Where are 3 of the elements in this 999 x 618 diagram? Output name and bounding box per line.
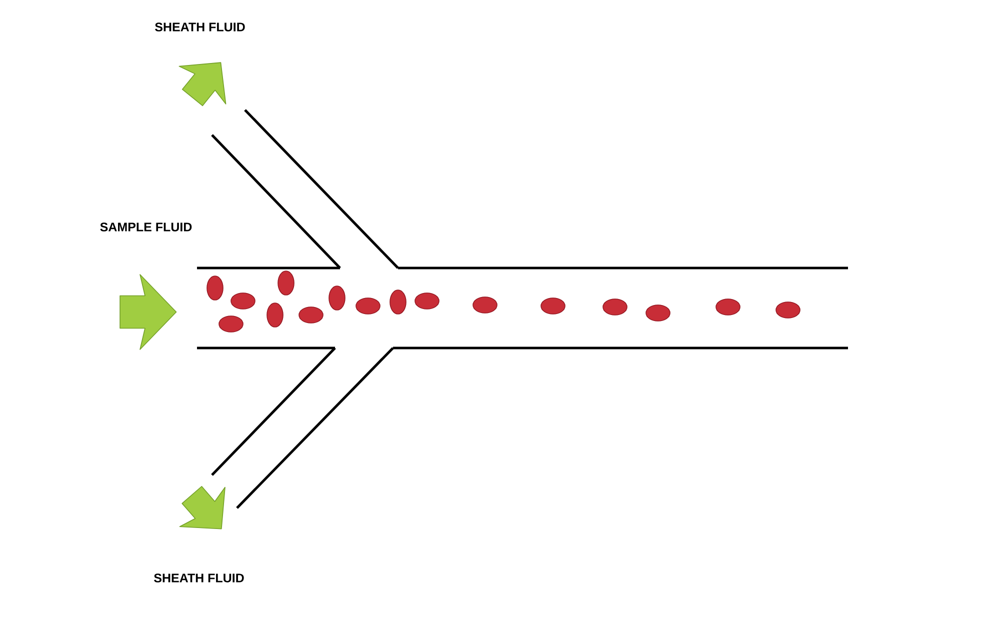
flow-label: SAMPLE FLUID — [100, 222, 192, 232]
flow-label: SHEATH FLUID — [154, 574, 244, 582]
flow-label: SHEATH FLUID — [155, 22, 245, 32]
